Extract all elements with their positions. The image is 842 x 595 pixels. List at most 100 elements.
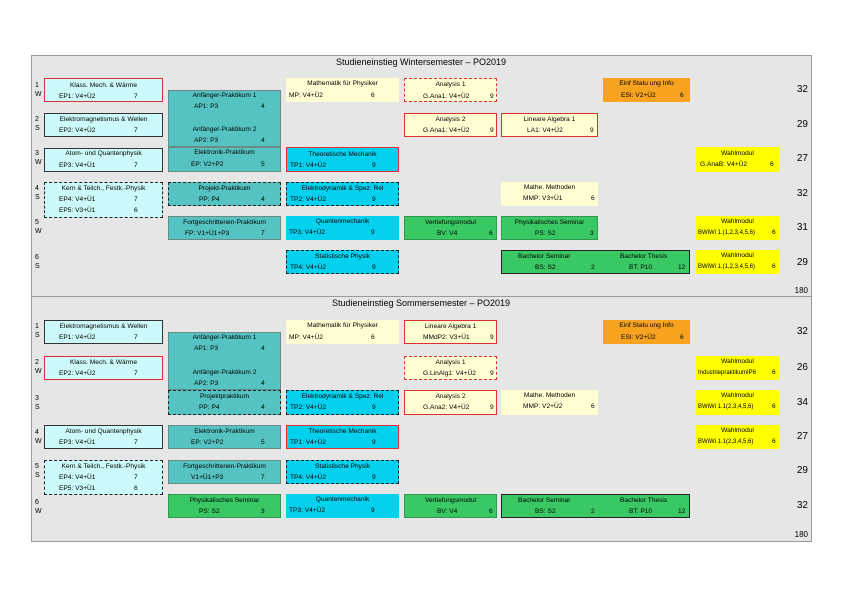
module-code: AP1: P3 [194,345,219,352]
module-card[interactable]: Statistische Physik TP4: V4+Ü2 9 [286,460,399,484]
module-ects: 9 [372,264,376,271]
module-ects: 9 [371,229,375,236]
module-card[interactable]: Klass. Mech. & Wärme EP1: V4+Ü2 7 [44,78,163,102]
module-card[interactable]: Elektromagnetismus & Wellen EP2: V4+Ü2 7 [44,113,163,137]
module-ects: 9 [490,370,494,377]
module-code: TP3: V4+Ü2 [289,507,326,514]
module-card[interactable]: Quantenmechanik TP3: V4+Ü2 9 [286,216,399,240]
module-name: Elektromagnetismus & Wellen [59,116,148,123]
module-card[interactable]: Anfänger-Praktikum 1 AP1: P3 4 Anfänger-… [168,332,281,390]
summer-total-ects: 180 [794,530,808,539]
module-name: Quantenmechanik [315,218,370,225]
module-ects: 6 [134,207,138,214]
summer-row-ects: 34 [796,397,808,408]
module-card[interactable]: Anfänger-Praktikum 1 AP1: P3 4 Anfänger-… [168,90,281,147]
module-card[interactable]: Mathe. Methoden MMP: V2+Ü2 6 [501,390,598,415]
module-card[interactable]: Wahlmodul G.AnaB: V4+Ü2 6 [696,147,779,172]
winter-row-ects: 32 [796,84,808,95]
module-code: BWiWi 1.1(2,3,4,5,6) [698,439,754,445]
module-ects: 6 [371,92,375,99]
module-ects: 2 [591,264,595,271]
module-card[interactable]: Lineare Algebra 1 MMdP2: V3+Ü1 9 [404,320,497,344]
module-code: MMP: V2+Ü2 [523,403,563,410]
module-name: Physikalisches Seminar [514,219,585,226]
module-card[interactable]: Einf Statu ung Info ESI: V2+Ü2 6 [603,320,690,344]
module-ects: 5 [261,161,265,168]
module-code: PP: P4 [199,404,220,411]
winter-title: Studieneinstieg Wintersemester – PO2019 [335,57,507,67]
module-card[interactable]: Wahlmodul IndustriepraktikumIP6 6 [696,356,779,380]
module-card[interactable]: Statistische Physik TP4: V4+Ü2 9 [286,250,399,274]
module-code: AP2: P3 [194,380,219,387]
module-card[interactable]: Elektrodynamik & Spez. Rel TP2: V4+Ü2 9 [286,390,399,415]
module-card[interactable]: Projekt-Praktikum PP: P4 4 [168,182,281,206]
module-code: EP1: V4+Ü2 [59,93,96,100]
module-card[interactable]: Mathe. Methoden MMP: V3+Ü1 6 [501,182,598,206]
module-card[interactable]: Wahlmodul BWiWi 1.1(2,3,4,5,6) 6 [696,425,779,449]
module-card[interactable]: Einf Statu ung Info ESI: V2+Ü2 6 [603,78,690,102]
module-code: EP4: V4+Ü1 [59,474,96,481]
module-name: Wahlmodul [721,427,754,434]
module-code: PP: P4 [199,196,220,203]
module-code: ESI: V2+Ü2 [621,334,656,341]
module-card[interactable]: Projektpraktikum PP: P4 4 [168,390,281,415]
module-card[interactable]: Elektrodynamik & Spez. Rel TP2: V4+Ü2 9 [286,182,399,206]
module-card[interactable]: Physikalisches Seminar PS: S2 3 [501,216,598,240]
module-name: Quantenmechanik [315,496,370,503]
module-name: Anfänger-Praktikum 1 [192,92,257,99]
module-card[interactable]: Wahlmodul BWiWi 1.1(2,3,4,5,6) 6 [696,390,779,415]
module-card[interactable]: Wahlmodul BWiWi 1.(1,2,3,4,5,6) 6 [696,216,779,240]
module-card[interactable]: Analysis 2 G.Ana1: V4+Ü2 9 [404,113,497,137]
module-ects: 9 [490,404,494,411]
module-card[interactable]: Mathematik für Physiker MP: V4+Ü2 6 [286,78,399,102]
module-name: Wahlmodul [721,252,754,259]
module-name: Projekt-Praktikum [198,185,251,192]
module-card[interactable]: Analysis 1 G.Ana1: V4+Ü2 9 [404,78,497,102]
module-card[interactable]: Elektromagnetismus & Wellen EP1: V4+Ü2 7 [44,320,163,344]
module-name: Anfänger-Praktikum 2 [192,126,257,133]
module-ects: 7 [134,334,138,341]
module-card[interactable]: Quantenmechanik TP3: V4+Ü2 9 [286,494,399,518]
module-card[interactable]: Analysis 2 G.Ana2: V4+Ü2 9 [404,390,497,415]
module-card[interactable]: Kern & Teilch., Festk.-Physik EP4: V4+Ü1… [44,460,163,495]
module-card[interactable]: Atom- und Quantenphysik EP3: V4+Ü1 7 [44,425,163,449]
module-card[interactable]: Fortgeschrittenen-Praktikum FP: V1+Ü1+P3… [168,216,281,240]
module-ects: 9 [490,127,494,134]
module-code: G.Ana2: V4+Ü2 [423,404,470,411]
module-ects: 3 [590,230,594,237]
module-card[interactable]: Theoretische Mechanik TP1: V4+Ü2 9 [286,425,399,449]
module-name: Analysis 2 [435,393,466,400]
module-card[interactable]: Physikalisches Seminar PS: S2 3 [168,494,281,518]
module-name: Atom- und Quantenphysik [65,428,142,435]
module-card[interactable]: Vertiefungsmodul BV: V4 6 [404,494,497,518]
module-ects: 9 [372,439,376,446]
module-ects: 7 [134,196,138,203]
module-card[interactable]: Lineare Algebra 1 LA1: V4+Ü2 9 [501,113,598,137]
module-name: Statistische Physik [315,463,370,470]
module-card[interactable]: Atom- und Quantenphysik EP3: V4+Ü1 7 [44,148,163,172]
summer-row-ects: 26 [796,362,808,373]
module-card[interactable]: Wahlmodul BWiWi 1.(1,2,3,4,5,6) 6 [696,250,779,274]
module-card[interactable]: Fortgeschrittenen-Praktikum V1+Ü1+P3 7 [168,460,281,484]
module-name: Bachelor Thesis [620,253,668,260]
module-code: FP: V1+Ü1+P3 [185,230,230,237]
module-card[interactable]: Analysis 1 G.LinAlg1: V4+Ü2 9 [404,356,497,380]
module-card[interactable]: Bachelor Seminar BS: S2 2 Bachelor Thesi… [501,250,690,274]
summer-row-ects: 29 [796,465,808,476]
module-name: Mathematik für Physiker [307,322,378,329]
module-card[interactable]: Bachelor Seminar BS: S2 2 Bachelor Thesi… [501,494,690,518]
module-code: EP4: V4+Ü1 [59,196,96,203]
module-card[interactable]: Theoretische Mechanik TP1: V4+Ü2 9 [286,147,399,172]
module-ects: 6 [591,403,595,410]
module-code: EP5: V3+Ü1 [59,485,96,492]
module-ects: 6 [489,508,493,515]
module-card[interactable]: Kern & Teilch., Festk.-Physik EP4: V4+Ü1… [44,182,163,218]
module-code: G.LinAlg1: V4+Ü2 [423,370,476,377]
module-card[interactable]: Vertiefungsmodul BV: V4 6 [404,216,497,240]
module-card[interactable]: Elektronik-Praktikum EP: V2+P2 5 [168,147,281,172]
module-card[interactable]: Mathematik für Physiker MP: V4+Ü2 6 [286,320,399,344]
module-card[interactable]: Klass. Mech. & Wärme EP2: V4+Ü2 7 [44,356,163,380]
module-card[interactable]: Elektronik-Praktikum EP: V2+P2 5 [168,425,281,449]
module-ects: 7 [134,370,138,377]
